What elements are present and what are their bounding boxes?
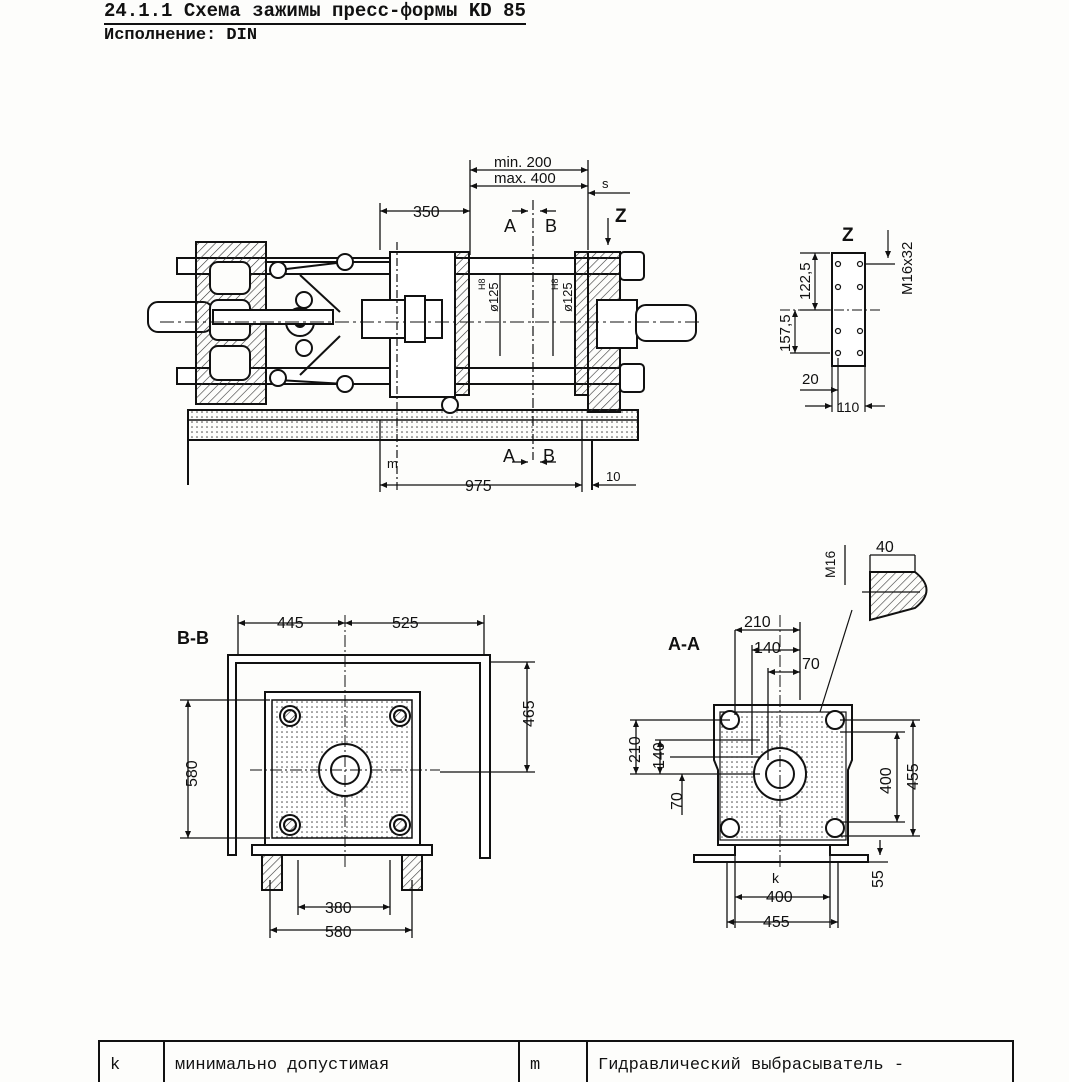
- page-subtitle: Исполнение: DIN: [104, 26, 258, 45]
- label-455-v: 455: [905, 763, 922, 790]
- label-h8-right: H8: [550, 278, 560, 290]
- label-10: 10: [606, 469, 620, 484]
- legend-m-key: m: [520, 1042, 588, 1082]
- side-view-dimensions: [379, 160, 636, 492]
- label-dia-left: ø125: [486, 282, 501, 312]
- label-580-h: 580: [325, 924, 352, 941]
- label-400-h: 400: [766, 889, 793, 906]
- label-a-bottom: A: [503, 446, 515, 466]
- label-a-top: A: [504, 216, 516, 236]
- label-55: 55: [870, 870, 887, 888]
- side-view: [147, 200, 700, 490]
- label-max: max. 400: [494, 170, 556, 187]
- side-view-labels: min. 200 max. 400 s Z 350 A B H8 ø125 H8…: [387, 154, 627, 495]
- label-210-top: 210: [744, 614, 771, 631]
- label-445: 445: [277, 615, 304, 632]
- label-110: 110: [837, 399, 860, 415]
- label-140-top: 140: [754, 640, 781, 657]
- section-aa-dimensions: [630, 545, 920, 928]
- legend-k-text: минимально допустимая: [165, 1042, 520, 1082]
- label-70-v: 70: [669, 792, 686, 810]
- label-455-h: 455: [763, 914, 790, 931]
- legend-k-key: k: [100, 1042, 165, 1082]
- section-aa-title: A-A: [668, 634, 700, 654]
- label-m16: M16: [822, 551, 838, 578]
- label-140-v: 140: [651, 742, 668, 769]
- label-k: k: [772, 870, 780, 886]
- label-380: 380: [325, 900, 352, 917]
- label-350: 350: [413, 204, 440, 221]
- page-title: 24.1.1 Схема зажимы пресс-формы KD 85: [104, 0, 526, 25]
- label-h8-left: H8: [477, 278, 487, 290]
- label-70-top: 70: [802, 656, 820, 673]
- view-z-labels: Z 122,5 157,5 20 110 M16x32: [777, 225, 916, 415]
- label-b-top: B: [545, 216, 557, 236]
- section-bb-labels: B-B 445 525 465 580 380 580: [177, 615, 538, 941]
- section-aa-labels: A-A 210 140 70 210 140 70 400 455 55 k 4…: [627, 539, 922, 931]
- label-210-v: 210: [627, 736, 644, 763]
- label-157-5: 157,5: [777, 314, 794, 352]
- label-min: min. 200: [494, 154, 552, 171]
- label-975: 975: [465, 478, 492, 495]
- label-20: 20: [802, 371, 819, 388]
- view-z: [780, 230, 895, 412]
- label-b-bottom: B: [543, 446, 555, 466]
- label-m: m: [387, 456, 398, 471]
- label-m16x32: M16x32: [899, 242, 916, 295]
- label-122-5: 122,5: [797, 262, 814, 300]
- label-40: 40: [876, 539, 894, 556]
- legend-table: k минимально допустимая m Гидравлический…: [98, 1040, 1014, 1082]
- legend-m-text: Гидравлический выбрасыватель -: [598, 1056, 905, 1075]
- label-465: 465: [521, 700, 538, 727]
- section-bb-title: B-B: [177, 628, 209, 648]
- page-header: 24.1.1 Схема зажимы пресс-формы KD 85 Ис…: [104, 0, 526, 45]
- label-z-arrow: Z: [615, 206, 627, 227]
- view-z-title: Z: [842, 225, 854, 246]
- label-580-v: 580: [184, 760, 201, 787]
- label-s: s: [602, 176, 609, 191]
- section-bb-dimensions: [180, 615, 535, 938]
- label-525: 525: [392, 615, 419, 632]
- label-dia-right: ø125: [560, 282, 575, 312]
- section-aa: [693, 571, 928, 870]
- label-400-v: 400: [878, 767, 895, 794]
- section-bb: [227, 615, 491, 891]
